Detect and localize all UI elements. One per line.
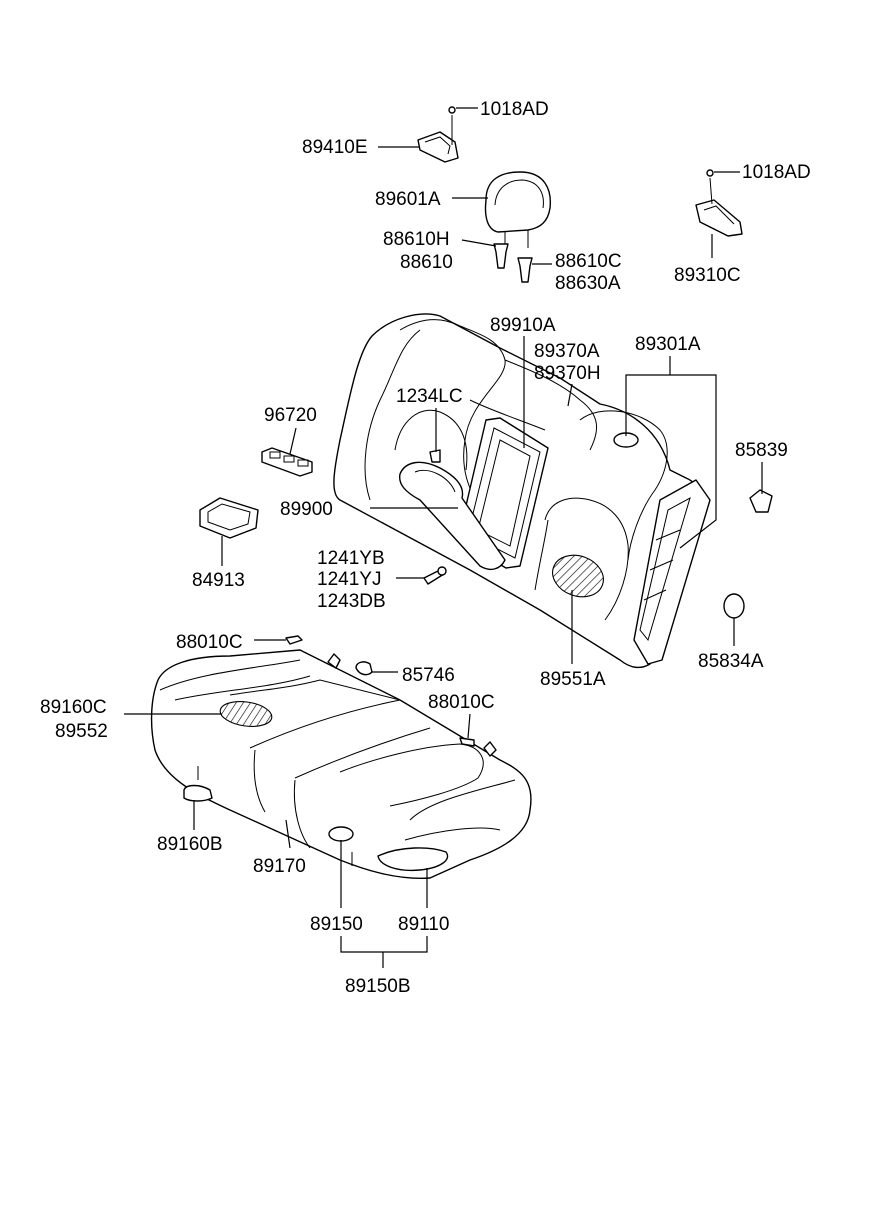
label-85834a: 85834A <box>698 651 764 672</box>
label-1241yb: 1241YB <box>317 548 385 569</box>
label-89551a: 89551A <box>540 669 606 690</box>
label-89301a: 89301A <box>635 334 701 355</box>
label-88630a: 88630A <box>555 273 621 294</box>
label-88010c-top: 88010C <box>176 632 243 653</box>
label-89900: 89900 <box>280 499 333 520</box>
label-85839: 85839 <box>735 440 788 461</box>
side-bracket-part <box>695 169 743 237</box>
cover-89160b-part <box>183 784 213 802</box>
leader-89370a <box>567 383 573 407</box>
label-89370a: 89370A <box>534 341 600 362</box>
leader-89170 <box>285 819 291 849</box>
leader-88010c-mid <box>467 713 471 739</box>
label-89910a: 89910A <box>490 315 556 336</box>
seat-back-part <box>333 313 711 669</box>
label-1018ad-top: 1018AD <box>480 99 549 120</box>
label-96720: 96720 <box>264 405 317 426</box>
seat-cushion-part <box>150 649 532 880</box>
label-89170: 89170 <box>253 856 306 877</box>
switch-block-part <box>261 447 313 477</box>
label-85746: 85746 <box>402 665 455 686</box>
clip-85839-part <box>749 489 773 513</box>
label-88610h: 88610H <box>383 229 450 250</box>
leader-88610h <box>461 239 497 247</box>
label-89160c: 89160C <box>40 697 107 718</box>
bracket-89150b <box>340 936 428 968</box>
clip-85746-part <box>355 661 373 676</box>
label-89150: 89150 <box>310 914 363 935</box>
label-1018ad-right: 1018AD <box>742 162 811 183</box>
label-88010c-mid: 88010C <box>428 692 495 713</box>
bolt-88010c-mid-part <box>459 737 475 747</box>
label-89552: 89552 <box>55 721 108 742</box>
bolt-88010c-top-part <box>285 635 303 645</box>
cap-85834a-part <box>723 593 745 619</box>
label-88610c: 88610C <box>555 251 622 272</box>
speaker-grille-back <box>552 554 604 598</box>
label-89110: 89110 <box>398 914 449 935</box>
label-84913: 84913 <box>192 570 245 591</box>
headrest-bracket-part <box>417 106 459 163</box>
connector-part <box>199 497 259 539</box>
cushion-hole <box>328 826 354 842</box>
label-1243db: 1243DB <box>317 591 386 612</box>
label-1241yj: 1241YJ <box>317 569 381 590</box>
label-89370h: 89370H <box>534 363 601 384</box>
bolt-1241-part <box>423 566 447 585</box>
headrest-guide-right-part <box>517 257 533 283</box>
label-1234lc: 1234LC <box>396 386 463 407</box>
leader-89301a <box>625 356 717 549</box>
speaker-grille-cushion <box>219 701 273 727</box>
leader-96720 <box>289 427 297 455</box>
label-89410e: 89410E <box>302 137 368 158</box>
label-89160b: 89160B <box>157 834 223 855</box>
label-89150b: 89150B <box>345 976 411 997</box>
headrest-part <box>484 171 552 248</box>
label-88610: 88610 <box>400 252 453 273</box>
label-89601a: 89601A <box>375 189 441 210</box>
label-89310c: 89310C <box>674 265 741 286</box>
headrest-guide-left-part <box>493 243 509 269</box>
